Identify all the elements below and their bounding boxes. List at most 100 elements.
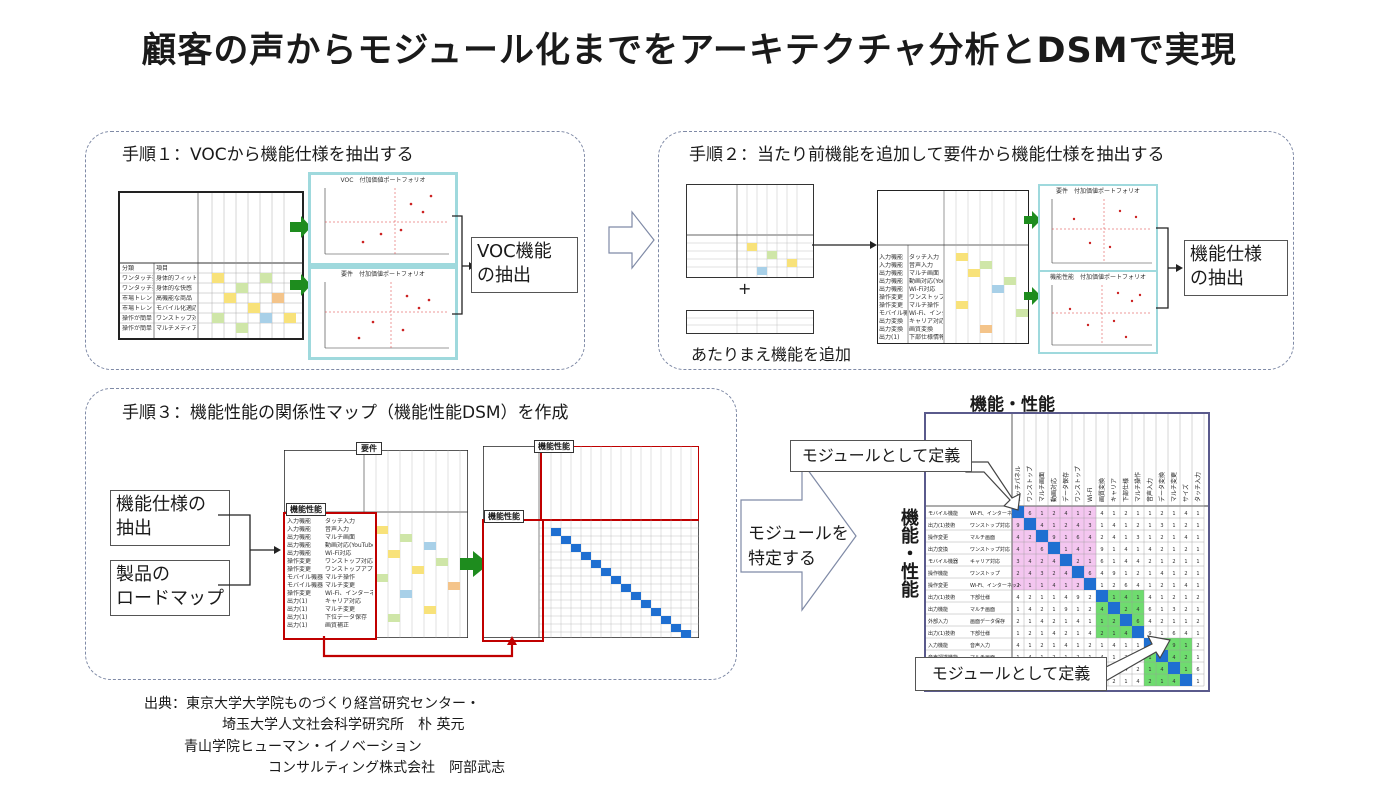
dsm-cell-value: 1 xyxy=(1148,655,1151,661)
dsm-cell-value: 6 xyxy=(1196,667,1199,673)
step3-left-row-13b: 画質補正 xyxy=(325,622,350,629)
dsm-cell-value: 2 xyxy=(1124,511,1127,517)
dsm-cell-value: 2 xyxy=(1160,583,1163,589)
step2-table-row-9: 出力変換 xyxy=(879,326,904,333)
dsm-cell-value: 9 xyxy=(1148,631,1151,637)
dsm-cell-value: 2 xyxy=(1184,655,1187,661)
dsm-cell-value: 9 xyxy=(1016,523,1019,529)
step2-table-row-5: 操作変更 xyxy=(879,294,904,301)
dsm-cell-value: 2 xyxy=(1172,595,1175,601)
dsm-cell-value: 4 xyxy=(1076,547,1079,553)
dsm-cell-value: 2 xyxy=(1016,619,1019,625)
dsm-cell-value: 2 xyxy=(1196,595,1199,601)
step2-added-table xyxy=(686,310,814,334)
dsm-cell-value: 4 xyxy=(1184,511,1187,517)
dsm-cell-value: 1 xyxy=(1076,631,1079,637)
dsm-cell-value: 4 xyxy=(1184,535,1187,541)
dsm-callout-top: モジュールとして定義 xyxy=(790,440,972,472)
step2-table-row-9-item: 画質変換 xyxy=(909,326,934,333)
dsm-cell-value: 9 xyxy=(1112,571,1115,577)
step3-left-row-0: 入力機能 xyxy=(287,518,312,525)
dsm-cell-value: 4 xyxy=(1052,631,1055,637)
dsm-cell-value: 3 xyxy=(1088,523,1091,529)
step3-left-row-5: 操作変更 xyxy=(287,558,312,565)
dsm-cell-value: 1 xyxy=(1172,619,1175,625)
step1-output-line2: の抽出 xyxy=(477,265,531,286)
dsm-cell-value: 4 xyxy=(1160,571,1163,577)
dsm-cell-value: 1 xyxy=(1100,583,1103,589)
dsm-cell-value: 2 xyxy=(1100,535,1103,541)
dsm-cell-value: 2 xyxy=(1184,607,1187,613)
dsm-diagonal-cell xyxy=(1108,602,1120,614)
dsm-cell-value: 1 xyxy=(1160,559,1163,565)
dsm-cell-value: 1 xyxy=(1052,595,1055,601)
dsm-cell-value: 4 xyxy=(1184,583,1187,589)
dsm-cell-value: 4 xyxy=(1064,511,1067,517)
step1-table-row-3-item: モバイル化適応 xyxy=(156,305,196,312)
dsm-cell-value: 2 xyxy=(1016,583,1019,589)
dsm-row-label: 出力(1)技術 xyxy=(928,522,955,529)
dsm-diagonal-cell xyxy=(1120,614,1132,626)
step2-table-row-10: 出力(1) xyxy=(879,334,900,341)
dsm-col-label: データ保存 xyxy=(1062,472,1070,502)
dsm-cell-value: 4 xyxy=(1136,559,1139,565)
step3-left-row-1b: 音声入力 xyxy=(325,526,350,533)
dsm-cell-value: 2 xyxy=(1052,619,1055,625)
dsm-cell-value: 2 xyxy=(1028,631,1031,637)
dsm-cell-value: 1 xyxy=(1196,679,1199,685)
dsm-row-sublabel: 画面データ保存 xyxy=(970,618,1005,625)
dsm-cell-value: 4 xyxy=(1088,631,1091,637)
dsm-cell-value: 1 xyxy=(1064,547,1067,553)
step1-chart-top-title: VOC 付加価値ポートフォリオ xyxy=(340,177,426,184)
step2-table-row-1-item: 音声入力 xyxy=(909,262,934,269)
dsm-cell-value: 1 xyxy=(1016,631,1019,637)
step3-left-row-4: 出力機能 xyxy=(287,550,312,557)
step2-chart-top-title: 要件 付加価値ポートフォリオ xyxy=(1055,188,1140,195)
dsm-cell-value: 1 xyxy=(1184,595,1187,601)
dsm-cell-value: 4 xyxy=(1028,607,1031,613)
dsm-cell-value: 1 xyxy=(1064,535,1067,541)
step3-dsm-grid xyxy=(482,445,700,639)
dsm-cell-value: 4 xyxy=(1052,583,1055,589)
step1-table-header-item: 項目 xyxy=(156,265,169,272)
step3-left-row-0b: タッチ入力 xyxy=(325,518,356,525)
dsm-cell-value: 4 xyxy=(1076,523,1079,529)
dsm-row-sublabel: Wi-Fi、インターネット xyxy=(970,582,1022,589)
step3-req-header-label: 要件 xyxy=(356,442,382,455)
dsm-cell-value: 4 xyxy=(1100,607,1103,613)
dsm-col-label: 音声入力 xyxy=(1146,478,1154,502)
step2-requirements-table-grid xyxy=(687,185,813,277)
step3-left-row-9: 操作変更 xyxy=(287,590,312,597)
dsm-cell-value: 2 xyxy=(1064,523,1067,529)
dsm-cell-value: 4 xyxy=(1172,679,1175,685)
dsm-cell-value: 4 xyxy=(1112,535,1115,541)
dsm-cell-value: 1 xyxy=(1052,643,1055,649)
dsm-cell-value: 4 xyxy=(1076,619,1079,625)
dsm-cell-value: 6 xyxy=(1100,559,1103,565)
dsm-callout-bottom-pointer xyxy=(1095,635,1171,683)
step3-function-header-top: 機能性能 xyxy=(534,440,574,453)
dsm-cell-value: 1 xyxy=(1136,511,1139,517)
dsm-cell-value: 9 xyxy=(1172,643,1175,649)
credit-line-3: 青山学院ヒューマン・イノベーション xyxy=(184,739,422,755)
dsm-cell-value: 2 xyxy=(1088,643,1091,649)
step1-table-row-1-item: 身体的な快感 xyxy=(156,285,193,292)
dsm-row-sublabel: マルチ画面 xyxy=(970,607,995,613)
step2-chart-bottom-title: 機能性能 付加価値ポートフォリオ xyxy=(1049,274,1146,281)
identify-module-label: モジュールを 特定する xyxy=(748,522,849,572)
dsm-cell-value: 6 xyxy=(1172,631,1175,637)
step3-function-header-left: 機能性能 xyxy=(286,503,326,516)
step2-function-table-grid xyxy=(878,191,1028,343)
dsm-cell-value: 1 xyxy=(1196,547,1199,553)
dsm-cell-value: 1 xyxy=(1160,595,1163,601)
dsm-cell-value: 1 xyxy=(1148,667,1151,673)
dsm-cell-value: 6 xyxy=(1148,607,1151,613)
identify-module-line2: 特定する xyxy=(748,549,816,569)
dsm-cell-value: 2 xyxy=(1184,547,1187,553)
step3-left-row-11: 出力(1) xyxy=(287,606,308,613)
dsm-cell-value: 2 xyxy=(1112,679,1115,685)
step3-left-row-4b: Wi-Fi対応 xyxy=(325,550,352,557)
dsm-row-sublabel: 音声入力 xyxy=(970,642,990,649)
dsm-cell-value: 2 xyxy=(1016,571,1019,577)
